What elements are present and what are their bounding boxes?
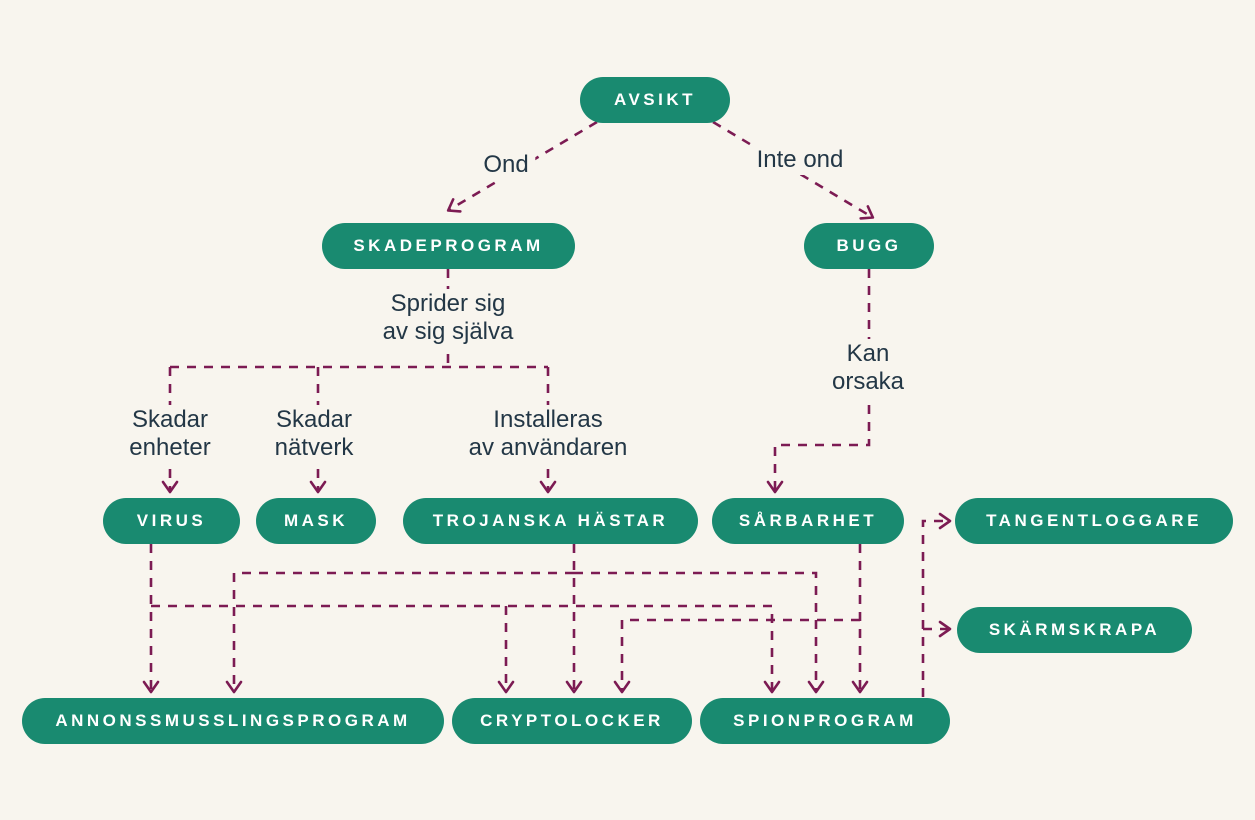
connector-trojan-annons: [225, 571, 574, 694]
edge-label-line: Ond: [483, 151, 529, 178]
edge-label-line: Sprider sig: [390, 290, 506, 317]
node-avsikt: AVSIKT: [580, 77, 730, 123]
edge-label-line: orsaka: [831, 368, 905, 395]
edge-label-line: nätverk: [274, 434, 354, 461]
node-sarbarhet: SÅRBARHET: [712, 498, 904, 544]
edge-label-line: Kan: [846, 340, 890, 367]
node-trojanska-hastar: TROJANSKA HÄSTAR: [403, 498, 698, 544]
edge-label-line: av sig själva: [382, 318, 514, 345]
edge-label-line: enheter: [129, 434, 211, 461]
node-virus: VIRUS: [103, 498, 240, 544]
edge-label-inte-ond: Inte ond: [749, 145, 851, 175]
edge-label-line: Installeras: [493, 406, 603, 433]
edge-label-ond: Ond: [476, 150, 536, 180]
edge-label-line: Skadar: [131, 406, 209, 433]
node-skarmskrapa: SKÄRMSKRAPA: [957, 607, 1192, 653]
edge-label-line: av användaren: [468, 434, 628, 461]
node-skadeprogram: SKADEPROGRAM: [322, 223, 575, 269]
node-cryptolocker: CRYPTOLOCKER: [452, 698, 692, 744]
edge-label-line: Inte ond: [756, 146, 844, 173]
node-annonssmusslingsprogram: ANNONSSMUSSLINGSPROGRAM: [22, 698, 444, 744]
node-spionprogram: SPIONPROGRAM: [700, 698, 950, 744]
connector-trojan-spion: [574, 571, 825, 694]
connector-spion-tangentloggare: [921, 512, 952, 697]
edge-label-line: Skadar: [275, 406, 353, 433]
connector-sarbarhet-crypto: [613, 618, 860, 694]
node-tangentloggare: TANGENTLOGGARE: [955, 498, 1233, 544]
node-bugg: BUGG: [804, 223, 934, 269]
connector-virus-spion: [151, 604, 781, 694]
node-mask: MASK: [256, 498, 376, 544]
